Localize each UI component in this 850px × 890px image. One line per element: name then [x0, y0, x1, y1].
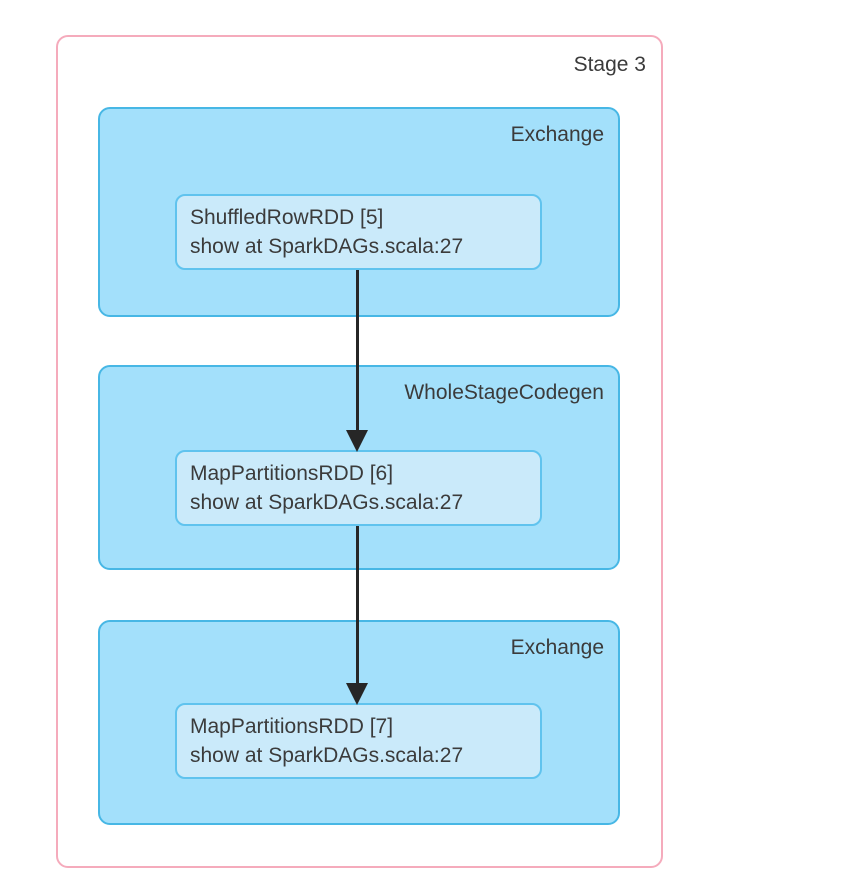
cluster-label: WholeStageCodegen [404, 381, 604, 404]
rdd-node-mappartitionsrdd-6[interactable]: MapPartitionsRDD [6] show at SparkDAGs.s… [175, 450, 542, 526]
stage-label: Stage 3 [573, 53, 646, 76]
stage-box[interactable]: Stage 3 Exchange ShuffledRowRDD [5] show… [56, 35, 663, 868]
rdd-callsite: show at SparkDAGs.scala:27 [190, 235, 464, 258]
rdd-node-mappartitionsrdd-7[interactable]: MapPartitionsRDD [7] show at SparkDAGs.s… [175, 703, 542, 779]
rdd-callsite: show at SparkDAGs.scala:27 [190, 491, 464, 514]
arrow-shaft [356, 526, 359, 683]
cluster-exchange-1: Exchange ShuffledRowRDD [5] show at Spar… [98, 107, 620, 317]
cluster-label: Exchange [510, 123, 604, 146]
rdd-name: MapPartitionsRDD [7] [190, 715, 394, 738]
rdd-callsite: show at SparkDAGs.scala:27 [190, 744, 464, 767]
arrow-shaft [356, 270, 359, 430]
rdd-name: ShuffledRowRDD [5] [190, 206, 384, 229]
arrow-head-icon [346, 683, 368, 705]
arrow-head-icon [346, 430, 368, 452]
rdd-node-shuffledrowrdd-5[interactable]: ShuffledRowRDD [5] show at SparkDAGs.sca… [175, 194, 542, 270]
rdd-name: MapPartitionsRDD [6] [190, 462, 394, 485]
cluster-exchange-2: Exchange MapPartitionsRDD [7] show at Sp… [98, 620, 620, 825]
cluster-label: Exchange [510, 636, 604, 659]
cluster-wholestagecodegen: WholeStageCodegen MapPartitionsRDD [6] s… [98, 365, 620, 570]
